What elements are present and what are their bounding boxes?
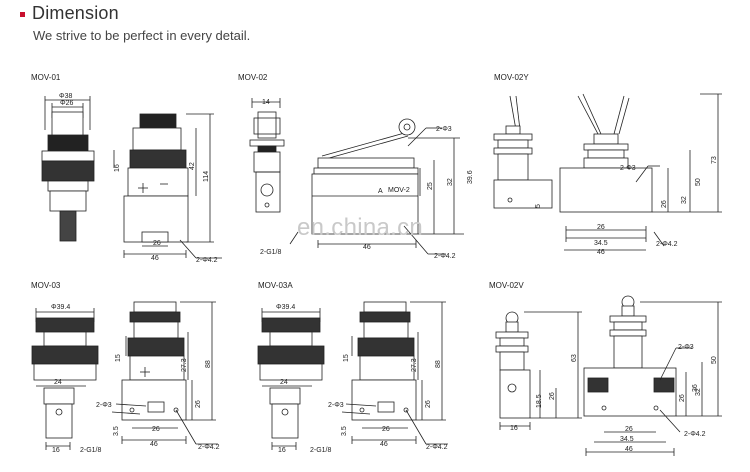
mov02y-dim-hole: 2-Φ4.2 — [656, 241, 678, 248]
mov03-side-view — [111, 301, 218, 445]
mov03a-dim-16: 16 — [278, 447, 286, 454]
mov02y-dim-46: 46 — [597, 249, 605, 256]
mov03a-dim-88: 88 — [435, 360, 442, 368]
mov02y-dim-34-5: 34.5 — [594, 240, 608, 247]
mov02v-front-view — [495, 311, 582, 430]
mov03-dim-15: 15 — [115, 354, 122, 362]
mov02y-dim-50: 50 — [695, 178, 702, 186]
mov03a-side-view — [341, 301, 448, 445]
mov02-side-view — [289, 118, 464, 255]
model-label-mov03: MOV-03 — [31, 281, 61, 290]
mov02v-dim-26v2: 26 — [679, 394, 686, 402]
mov01-dim-114: 114 — [203, 171, 210, 182]
mov02-arrow-a: A — [378, 188, 383, 195]
mov02-dim-46: 46 — [363, 244, 371, 251]
mov03a-dim-hole: 2-Φ4.2 — [426, 444, 448, 451]
model-label-mov01: MOV-01 — [31, 73, 61, 82]
mov02y-dim-32: 32 — [681, 196, 688, 204]
watermark: en.china.cn — [297, 214, 424, 241]
mov02-dim-25: 25 — [427, 182, 434, 190]
mov02v-dim-32: 32 — [695, 388, 702, 396]
mov03a-front-view — [257, 308, 325, 450]
mov03-front-view — [31, 308, 99, 450]
mov03-dim-3-5: 3.5 — [113, 426, 120, 436]
model-label-mov02: MOV-02 — [238, 73, 268, 82]
mov02v-dim-34-5: 34.5 — [620, 436, 634, 443]
header-accent-mark — [20, 12, 25, 17]
mov03a-dim-3-5: 3.5 — [341, 426, 348, 436]
mov03-dim-24: 24 — [54, 379, 62, 386]
mov03a-dim-46: 46 — [380, 441, 388, 448]
page-subtitle: We strive to be perfect in every detail. — [33, 28, 251, 43]
mov03a-dim-port: 2-G1/8 — [310, 447, 332, 454]
mov02y-dim-26v: 26 — [661, 200, 668, 208]
mov03-dim-phi39-4: Φ39.4 — [51, 304, 70, 311]
mov02-dim-hole-top: 2-Φ3 — [436, 126, 452, 133]
mov03a-dim-phi39-4: Φ39.4 — [276, 304, 295, 311]
mov01-side-view — [113, 113, 222, 259]
mov03-dim-88: 88 — [205, 360, 212, 368]
mov02y-dim-5: 5 — [535, 204, 542, 208]
mov02v-side-view — [583, 295, 722, 456]
mov03-dim-46: 46 — [150, 441, 158, 448]
mov02y-dim-26: 26 — [597, 224, 605, 231]
mov03a-dim-24: 24 — [280, 379, 288, 386]
mov02v-dim-46: 46 — [625, 446, 633, 453]
mov01-dim-16: 16 — [114, 164, 121, 172]
mov03-dim-hole: 2-Φ4.2 — [198, 444, 220, 451]
mov02v-dim-16: 16 — [510, 425, 518, 432]
mov03-dim-26: 26 — [152, 426, 160, 433]
mov02y-side-view — [559, 93, 722, 251]
mov03a-dim-26: 26 — [382, 426, 390, 433]
mov02v-dim-18-5: 18.5 — [536, 394, 543, 408]
model-label-mov02y: MOV-02Y — [494, 73, 529, 82]
mov02v-dim-63: 63 — [571, 354, 578, 362]
mov01-front-view — [41, 96, 95, 242]
mov02v-dim-hole-top: 2-Φ3 — [678, 344, 694, 351]
mov03-dim-hole-top: 2-Φ3 — [96, 402, 112, 409]
mov03-dim-16: 16 — [52, 447, 60, 454]
mov02-dim-32: 32 — [447, 178, 454, 186]
mov03a-dim-hole-top: 2-Φ3 — [328, 402, 344, 409]
mov01-dim-42: 42 — [189, 162, 196, 170]
mov02y-dim-73: 73 — [711, 156, 718, 164]
mov02-dim-port: 2-G1/8 — [260, 249, 282, 256]
mov02v-dim-26v: 26 — [549, 392, 556, 400]
mov02-dim-hole: 2-Φ4.2 — [434, 253, 456, 260]
mov01-dim-phi26: Φ26 — [60, 100, 73, 107]
model-label-mov02v: MOV-02V — [489, 281, 524, 290]
mov02v-dim-50: 50 — [711, 356, 718, 364]
mov02-dim-14: 14 — [262, 99, 270, 106]
mov02-plate: MOV-2 — [388, 187, 410, 194]
mov03a-dim-27-3: 27.3 — [411, 358, 418, 372]
mov02y-dim-hole-top: 2-Φ3 — [620, 165, 636, 172]
mov02y-front-view — [493, 95, 553, 209]
model-label-mov03a: MOV-03A — [258, 281, 293, 290]
mov02v-dim-26: 26 — [625, 426, 633, 433]
mov03-dim-port: 2-G1/8 — [80, 447, 102, 454]
mov02v-dim-hole: 2-Φ4.2 — [684, 431, 706, 438]
mov01-dim-26: 26 — [153, 240, 161, 247]
mov01-dim-phi38: Φ38 — [59, 93, 72, 100]
page-title: Dimension — [32, 3, 119, 23]
mov03a-dim-26v: 26 — [425, 400, 432, 408]
mov02v-dim-36: 36 — [692, 384, 699, 392]
mov02-front-view — [249, 98, 285, 213]
mov01-dim-46: 46 — [151, 255, 159, 262]
mov02-dim-39-6: 39.6 — [467, 170, 474, 184]
mov01-dim-hole: 2-Φ4.2 — [196, 257, 218, 264]
mov03-dim-26v: 26 — [195, 400, 202, 408]
mov03a-dim-15: 15 — [343, 354, 350, 362]
mov03-dim-27-3: 27.3 — [181, 358, 188, 372]
